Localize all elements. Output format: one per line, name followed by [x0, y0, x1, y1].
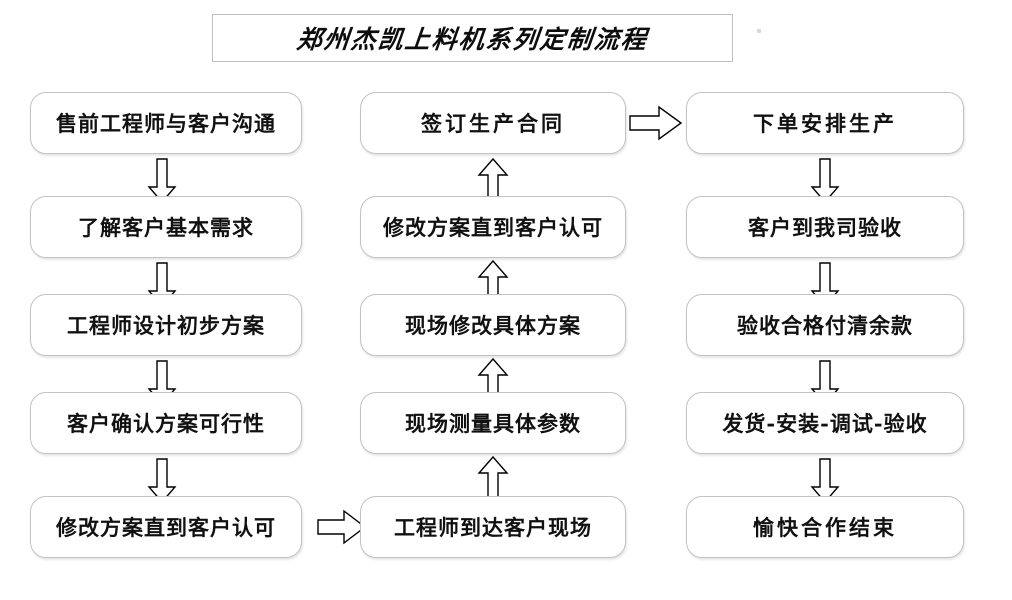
flow-node-label: 客户到我司验收: [748, 214, 902, 240]
flow-node-place-order-arrange-production[interactable]: 下单安排生产: [686, 92, 964, 154]
flow-node-customer-confirm-feasibility[interactable]: 客户确认方案可行性: [30, 392, 302, 454]
flow-node-label: 工程师到达客户现场: [394, 514, 592, 540]
flow-node-pre-sales-communication[interactable]: 售前工程师与客户沟通: [30, 92, 302, 154]
flow-node-label: 了解客户基本需求: [78, 214, 254, 240]
flow-node-label: 愉快合作结束: [753, 514, 897, 540]
flow-node-label: 修改方案直到客户认可: [56, 514, 276, 540]
flow-node-label: 发货-安装-调试-验收: [722, 410, 928, 436]
flow-node-label: 验收合格付清余款: [737, 312, 913, 338]
flow-node-sign-production-contract[interactable]: 签订生产合同: [360, 92, 626, 154]
arrow-down-left-4: [145, 458, 179, 504]
flow-node-label: 客户确认方案可行性: [67, 410, 265, 436]
flow-node-customer-inspection-at-factory[interactable]: 客户到我司验收: [686, 196, 964, 258]
decorative-speck: [757, 29, 761, 33]
flow-node-ship-install-debug-accept[interactable]: 发货-安装-调试-验收: [686, 392, 964, 454]
flow-node-revise-until-approved-left[interactable]: 修改方案直到客户认可: [30, 496, 302, 558]
flow-node-engineer-arrive-onsite[interactable]: 工程师到达客户现场: [360, 496, 626, 558]
arrow-right-left-to-middle: [317, 508, 367, 546]
flow-node-label: 签订生产合同: [421, 110, 565, 136]
arrow-right-middle-to-right: [629, 104, 683, 142]
flow-node-label: 下单安排生产: [753, 110, 897, 136]
flow-node-onsite-revise-plan[interactable]: 现场修改具体方案: [360, 294, 626, 356]
flow-node-onsite-measure-params[interactable]: 现场测量具体参数: [360, 392, 626, 454]
flow-node-engineer-initial-plan[interactable]: 工程师设计初步方案: [30, 294, 302, 356]
flow-node-label: 售前工程师与客户沟通: [56, 110, 276, 136]
flow-node-label: 修改方案直到客户认可: [383, 214, 603, 240]
arrow-down-right-4: [808, 458, 842, 504]
flow-node-pay-balance-after-acceptance[interactable]: 验收合格付清余款: [686, 294, 964, 356]
arrow-up-middle-4: [476, 454, 510, 502]
flow-node-pleasant-cooperation-end[interactable]: 愉快合作结束: [686, 496, 964, 558]
arrow-down-left-1: [145, 158, 179, 204]
page-title: 郑州杰凯上料机系列定制流程: [295, 25, 650, 54]
flow-node-label: 工程师设计初步方案: [67, 312, 265, 338]
chart-title-box: 郑州杰凯上料机系列定制流程: [212, 14, 733, 62]
flow-node-label: 现场测量具体参数: [405, 410, 581, 436]
flow-node-label: 现场修改具体方案: [405, 312, 581, 338]
arrow-down-right-1: [808, 158, 842, 204]
flow-node-revise-until-approved-middle[interactable]: 修改方案直到客户认可: [360, 196, 626, 258]
flow-node-understand-requirements[interactable]: 了解客户基本需求: [30, 196, 302, 258]
